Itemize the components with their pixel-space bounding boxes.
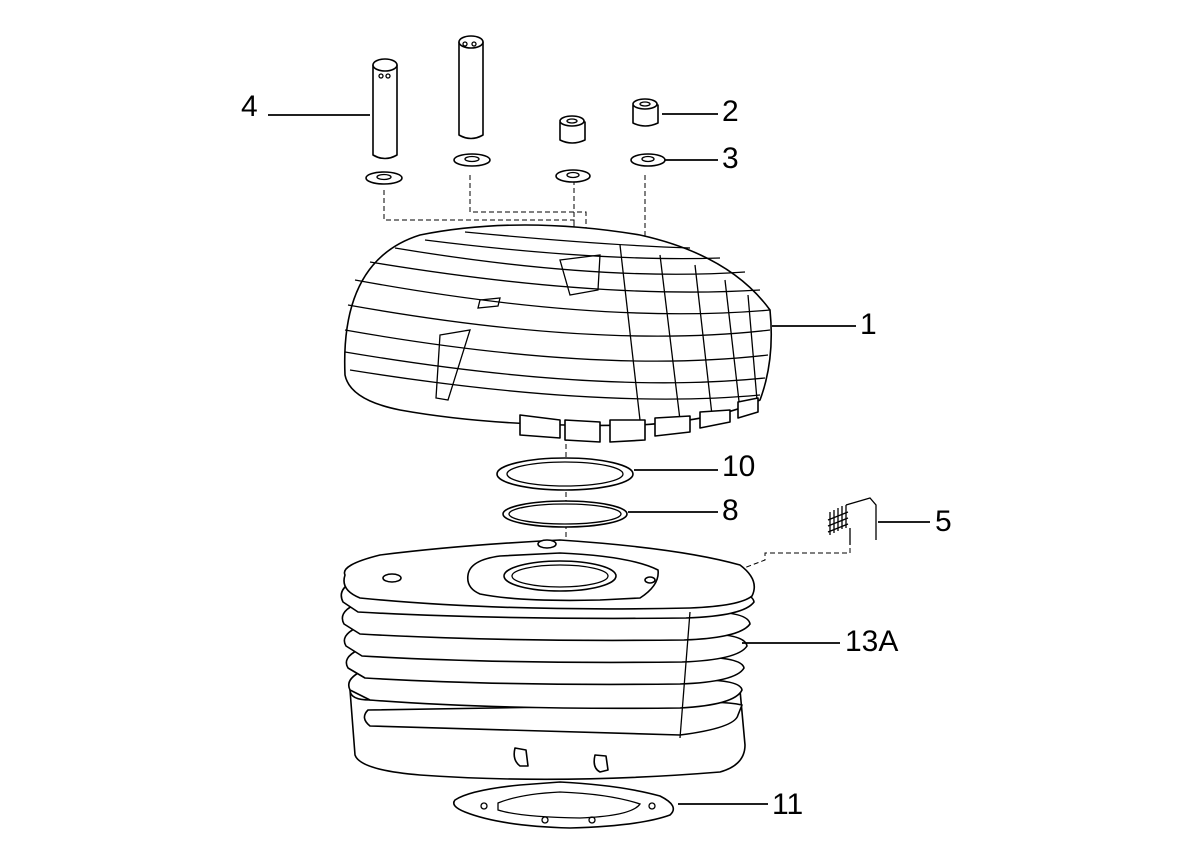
nut-left: [555, 115, 591, 183]
leader-lines: [268, 113, 930, 805]
stud-sleeve-right: [453, 35, 491, 167]
callout-4: 4: [241, 90, 258, 123]
callout-5: 5: [935, 505, 952, 538]
base-gasket: [452, 781, 675, 829]
stud-sleeve-left: [365, 58, 403, 185]
callout-1: 1: [860, 308, 877, 341]
spring-clip: [827, 497, 877, 545]
head-gasket: [496, 457, 634, 491]
o-ring: [502, 500, 628, 528]
nut-right: [630, 98, 666, 167]
callout-11: 11: [772, 788, 804, 821]
callout-3: 3: [722, 142, 739, 175]
callout-13A: 13A: [845, 625, 899, 658]
callout-10: 10: [722, 450, 756, 483]
cylinder: [340, 539, 756, 781]
callout-8: 8: [722, 494, 739, 527]
cylinder-head: [343, 224, 773, 443]
callout-2: 2: [722, 95, 739, 128]
